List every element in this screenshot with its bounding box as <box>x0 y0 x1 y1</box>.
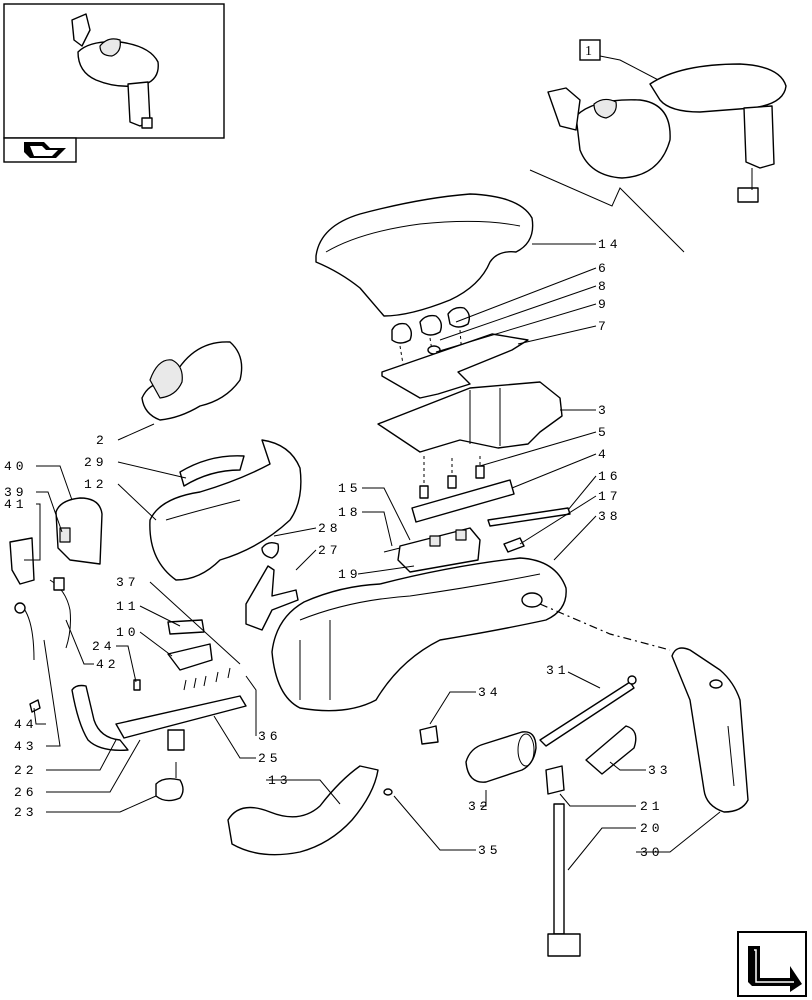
armrest-body <box>271 557 567 712</box>
bottom-cover <box>227 765 379 856</box>
label-27: 27 <box>318 543 342 558</box>
label-33: 33 <box>648 763 672 778</box>
screw-24 <box>133 679 141 691</box>
label-24: 24 <box>92 639 116 654</box>
label-20: 20 <box>640 821 664 836</box>
thumbnail-armrest-drawing <box>71 13 159 129</box>
label-2: 2 <box>96 433 108 448</box>
label-11: 11 <box>116 599 140 614</box>
label-6: 6 <box>598 261 610 276</box>
label-22: 22 <box>14 763 38 778</box>
bracket-10 <box>167 643 213 671</box>
label-14: 14 <box>598 237 622 252</box>
clip-17 <box>503 537 525 553</box>
label-38: 38 <box>598 509 622 524</box>
upper-plate <box>377 381 563 453</box>
label-4: 4 <box>598 447 610 462</box>
label-36: 36 <box>258 729 282 744</box>
rod-16 <box>487 507 571 527</box>
label-26: 26 <box>14 785 38 800</box>
label-3: 3 <box>598 403 610 418</box>
label-18: 18 <box>338 505 362 520</box>
label-17: 17 <box>598 489 622 504</box>
washer-35 <box>383 788 393 796</box>
label-37: 37 <box>116 575 140 590</box>
lever-assembly <box>71 684 247 802</box>
label-41: 41 <box>4 497 28 512</box>
label-8: 8 <box>598 279 610 294</box>
screw-44 <box>29 699 41 713</box>
label-12: 12 <box>84 477 108 492</box>
label-21: 21 <box>640 799 664 814</box>
label-23: 23 <box>14 805 38 820</box>
label-42: 42 <box>96 657 120 672</box>
cover-41 <box>9 537 35 585</box>
reference-label: 1 <box>585 44 592 59</box>
rod-20 <box>547 803 581 957</box>
armrest-cushion <box>315 193 534 317</box>
label-29: 29 <box>84 455 108 470</box>
label-9: 9 <box>598 297 610 312</box>
wire-harness <box>14 577 71 661</box>
part-labels: 14 6 8 9 7 3 5 4 16 17 38 15 18 28 27 19… <box>4 237 672 860</box>
label-10: 10 <box>116 625 140 640</box>
knob-28 <box>261 541 280 559</box>
label-28: 28 <box>318 521 342 536</box>
screws-37 <box>183 667 231 691</box>
clip-33 <box>585 725 637 775</box>
joystick-housing <box>141 341 243 421</box>
cover-40 <box>55 497 103 565</box>
cylinder-32 <box>465 731 537 783</box>
label-34: 34 <box>478 685 502 700</box>
label-7: 7 <box>598 319 610 334</box>
screws-group <box>419 456 485 499</box>
label-30: 30 <box>640 845 664 860</box>
switch-bracket <box>383 479 515 573</box>
plate-11 <box>167 619 205 635</box>
label-35: 35 <box>478 843 502 858</box>
reference-assembly: 1 <box>529 39 787 253</box>
arrow-book-icon[interactable] <box>24 142 66 158</box>
label-44: 44 <box>14 717 38 732</box>
thumbnail-inset <box>3 3 225 163</box>
base-cover-12 <box>149 439 302 581</box>
cover-29 <box>179 455 245 487</box>
label-13: 13 <box>268 773 292 788</box>
leader-lines <box>24 243 721 871</box>
label-16: 16 <box>598 469 622 484</box>
label-43: 43 <box>14 739 38 754</box>
label-39: 39 <box>4 485 28 500</box>
bracket-27 <box>245 565 299 631</box>
label-40: 40 <box>4 459 28 474</box>
label-32: 32 <box>468 799 492 814</box>
clip-34 <box>419 725 439 745</box>
label-15: 15 <box>338 481 362 496</box>
handle-30 <box>671 647 749 813</box>
label-31: 31 <box>546 663 570 678</box>
cap-21 <box>545 765 565 795</box>
next-page-arrow-icon[interactable] <box>737 931 807 997</box>
dashed-link <box>539 603 671 651</box>
label-25: 25 <box>258 751 282 766</box>
label-19: 19 <box>338 567 362 582</box>
gasket-plate <box>381 333 529 399</box>
label-5: 5 <box>598 425 610 440</box>
shaft-31 <box>539 681 635 747</box>
